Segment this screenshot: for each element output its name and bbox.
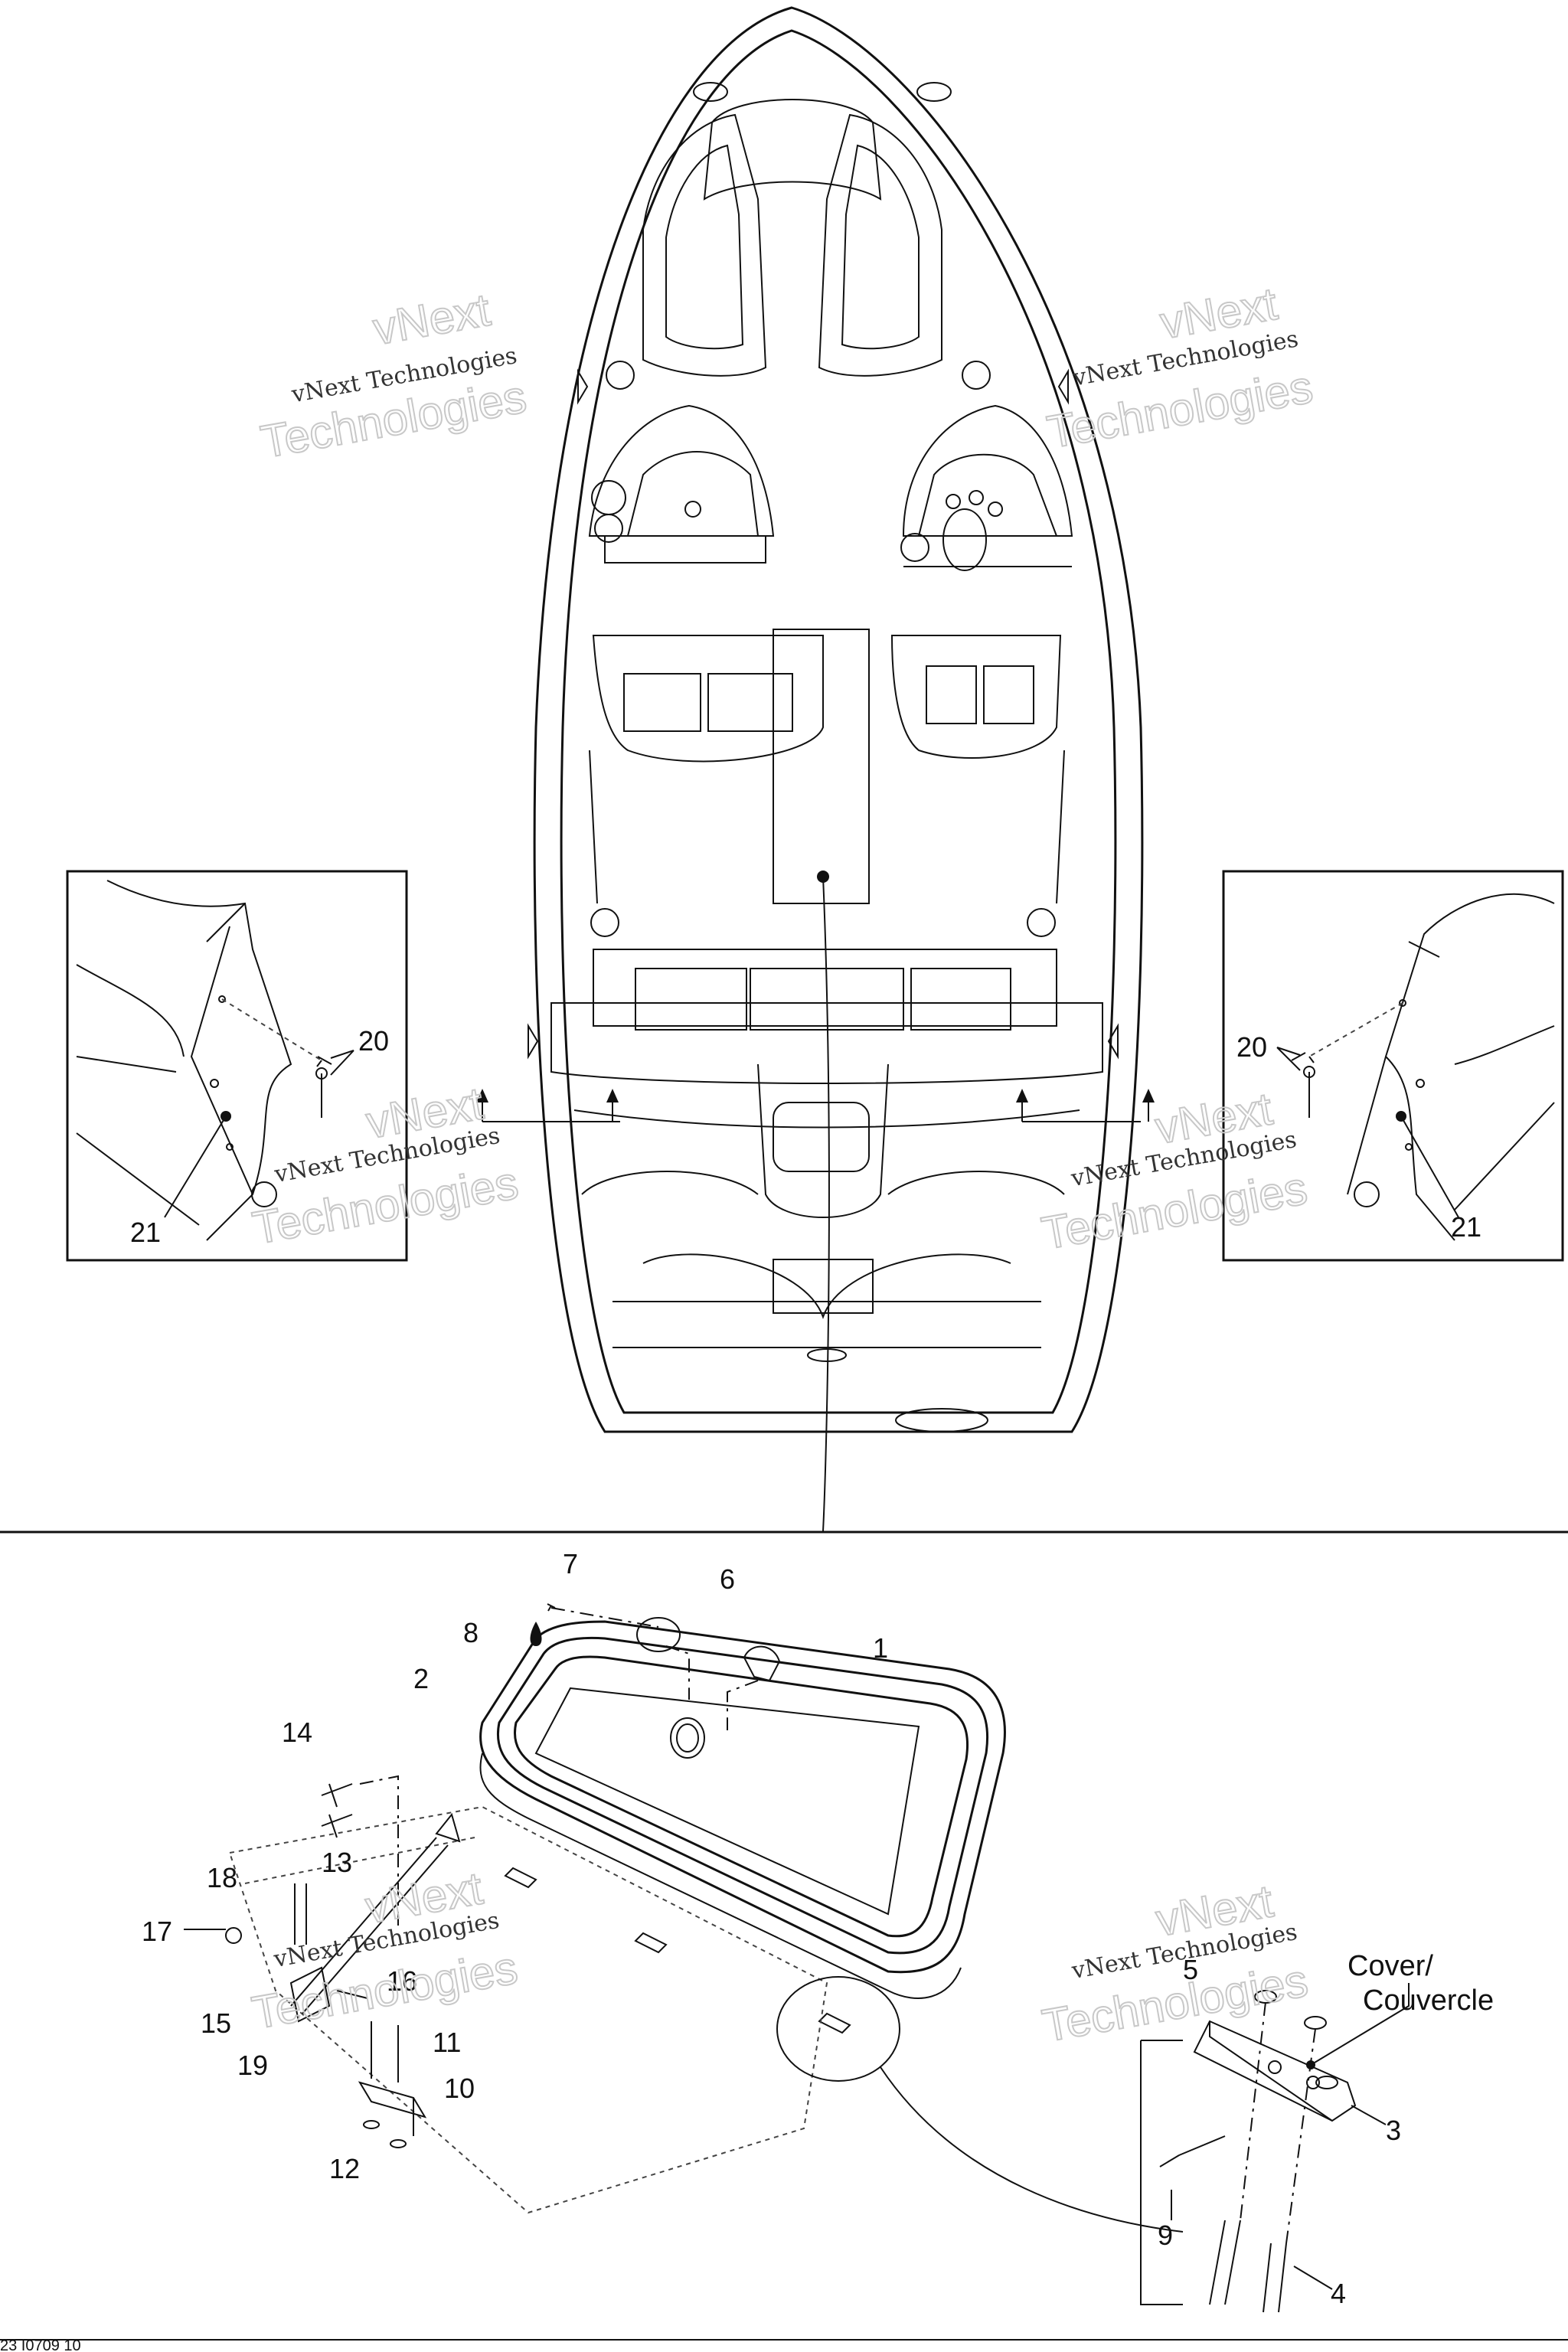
cover-label: Cover/ Couvercle	[1348, 1950, 1494, 2017]
hatch-cover-assembly	[184, 1603, 1184, 2233]
callout-9: 9	[1158, 2220, 1173, 2251]
cover-detail	[1140, 1983, 1410, 2313]
watermark-3: vNext Technologies vNext Technologies	[248, 1076, 523, 1255]
watermark-outline: vNext	[369, 284, 494, 355]
callout-18: 18	[207, 1862, 237, 1893]
callout-6: 6	[720, 1563, 735, 1595]
callout-7: 7	[563, 1548, 578, 1579]
callout-11: 11	[433, 2027, 461, 2058]
figure-code: 23 I0709 10	[0, 2337, 81, 2352]
watermark-5: vNext Technologies vNext Technologies	[247, 1861, 522, 2040]
callout-10: 10	[444, 2073, 475, 2104]
callout-19: 19	[237, 2050, 268, 2081]
callout-5: 5	[1183, 1954, 1198, 1985]
callout-3: 3	[1386, 2115, 1401, 2146]
callout-labels: 1 2 3 4 5 6 7 8 9 10 11 12 13 14 15 16 1…	[130, 1025, 1481, 2309]
callout-13: 13	[322, 1847, 352, 1878]
boat-top-view	[476, 6, 1155, 1532]
callout-2: 2	[413, 1663, 429, 1694]
right-inset-detail	[1222, 870, 1564, 1262]
callout-16: 16	[387, 1965, 417, 1997]
watermark-2: vNext Technologies vNext Technologies	[1043, 277, 1318, 459]
callout-4: 4	[1331, 2278, 1346, 2309]
left-inset-detail	[66, 870, 408, 1262]
callout-1: 1	[873, 1632, 888, 1664]
callout-21-left: 21	[130, 1217, 161, 1248]
watermark-4: vNext Technologies vNext Technologies	[1037, 1082, 1312, 1260]
callout-20-right: 20	[1236, 1031, 1267, 1063]
cover-label-line1: Cover/	[1348, 1950, 1433, 1982]
watermark-6: vNext Technologies vNext Technologies	[1038, 1874, 1313, 2053]
callout-12: 12	[329, 2153, 360, 2184]
callout-8: 8	[463, 1617, 479, 1648]
watermark-1: vNext Technologies vNext Technologies	[256, 283, 531, 469]
callout-14: 14	[282, 1717, 312, 1748]
callout-17: 17	[142, 1916, 172, 1947]
callout-15: 15	[201, 2007, 231, 2039]
cover-label-line2: Couvercle	[1363, 1984, 1494, 2017]
callout-21-right: 21	[1451, 1211, 1481, 1243]
callout-20-left: 20	[358, 1025, 389, 1057]
